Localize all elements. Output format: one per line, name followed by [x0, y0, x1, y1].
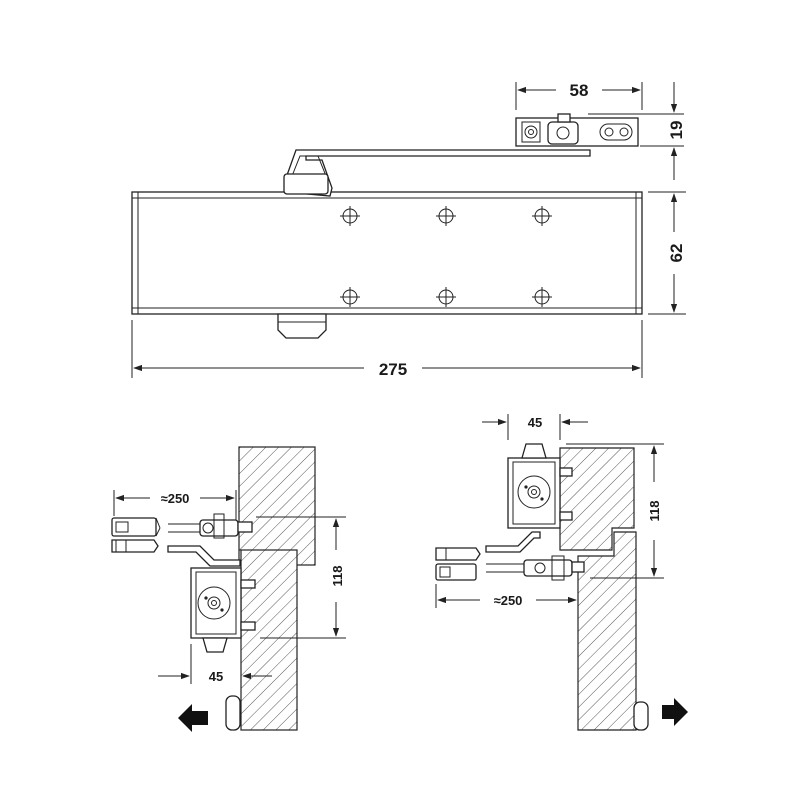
dimension-label: 58 — [570, 81, 589, 100]
arrow-left-icon — [178, 704, 208, 732]
dimension-label: 19 — [667, 121, 686, 140]
dimension-body-length: 275 — [131, 320, 643, 379]
right-mounting-view: 45 118 ≈250 — [435, 414, 688, 731]
screw-hole — [436, 206, 456, 226]
door-frame — [238, 446, 316, 566]
dimension-label: ≈250 — [494, 593, 523, 608]
screw-hole — [532, 287, 552, 307]
dimension-closer-depth-left: 45 — [158, 644, 272, 684]
dimension-label: 118 — [330, 566, 345, 587]
dimension-label: ≈250 — [161, 491, 190, 506]
dimension-arm-height: 19 — [588, 82, 686, 180]
dimension-label: 45 — [528, 415, 542, 430]
top-view: 58 19 62 275 — [131, 81, 686, 379]
closer-body-side — [507, 443, 573, 529]
screw-hole — [340, 287, 360, 307]
dimension-mount-height-right: 118 — [566, 443, 664, 579]
dimension-body-height: 62 — [648, 191, 686, 315]
arm-assembly-right — [435, 531, 585, 581]
arm-assembly-left — [111, 513, 253, 567]
closer-body-side — [190, 567, 256, 653]
left-mounting-view: ≈250 118 45 — [111, 446, 346, 732]
door-leaf — [577, 531, 637, 731]
screw-hole — [532, 206, 552, 226]
hinge-post — [633, 701, 649, 731]
screw-hole — [436, 287, 456, 307]
dimension-arm-length-left: ≈250 — [113, 490, 237, 520]
screw-hole — [340, 206, 360, 226]
dimension-label: 118 — [647, 501, 662, 522]
dimension-label: 275 — [379, 360, 407, 379]
dimension-mount-height-left: 118 — [256, 516, 346, 639]
arm-bracket — [515, 113, 639, 147]
screw-holes — [340, 206, 552, 307]
dimension-closer-depth-right: 45 — [482, 414, 588, 440]
door-leaf — [240, 549, 298, 731]
closer-body — [131, 191, 643, 315]
hinge-post — [225, 695, 241, 731]
dimension-label: 62 — [667, 244, 686, 263]
dimension-arm-length-right: ≈250 — [435, 580, 579, 608]
arrow-right-icon — [662, 698, 688, 726]
dimension-arm-width: 58 — [515, 81, 643, 110]
closer-arm — [283, 149, 591, 197]
dimension-label: 45 — [209, 669, 223, 684]
spindle-cap — [277, 313, 327, 339]
door-frame — [559, 447, 635, 551]
